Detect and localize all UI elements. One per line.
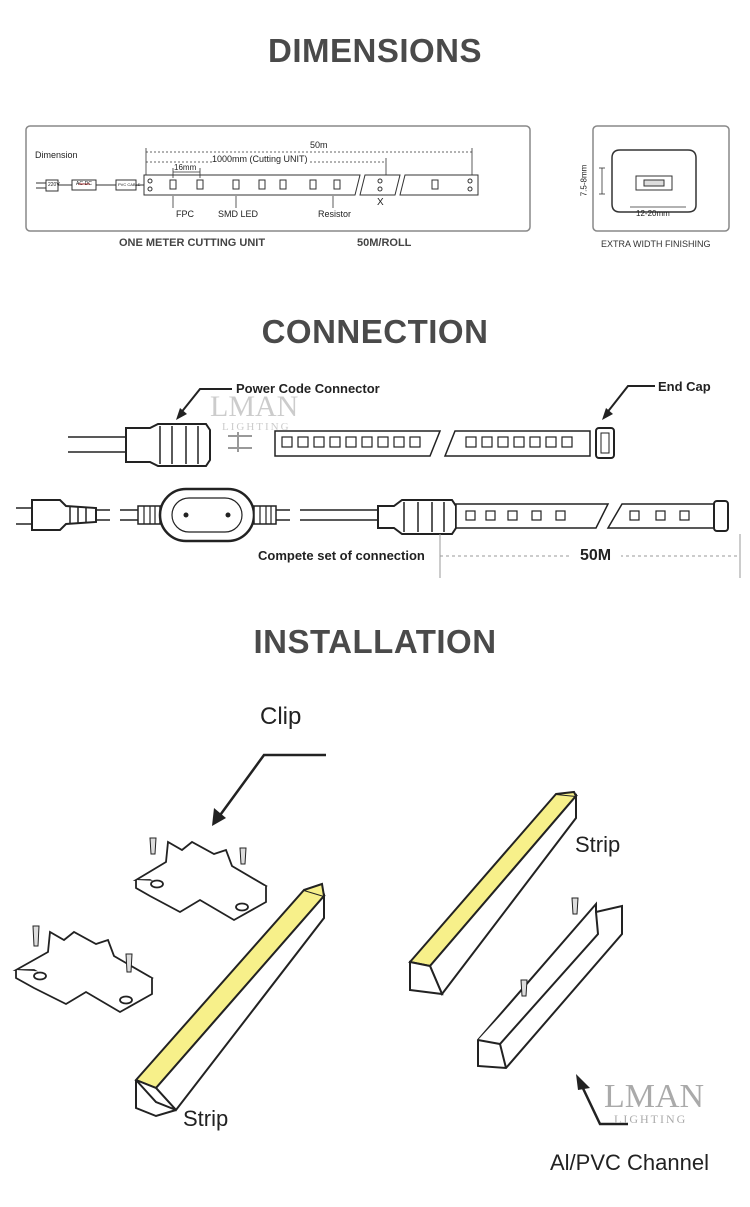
caption-cutting-unit: ONE METER CUTTING UNIT xyxy=(119,237,266,249)
strip-label-right: Strip xyxy=(575,832,621,857)
end-cap-label: End Cap xyxy=(658,379,711,394)
cutting-unit-label: 1000mm (Cutting UNIT) xyxy=(212,154,308,164)
driver-text: AC-DC xyxy=(76,181,92,187)
pitch-label: 16mm xyxy=(174,163,197,172)
dimensions-drawing xyxy=(25,125,730,232)
dimensions-heading: DIMENSIONS xyxy=(267,32,483,69)
caption-roll: 50M/ROLL xyxy=(357,237,412,249)
watermark-sub-bottom: LIGHTING xyxy=(614,1112,688,1126)
power-connector-label: Power Code Connector xyxy=(236,381,380,396)
watermark-logo-bottom: LMAN xyxy=(604,1078,705,1115)
length-50m-label: 50M xyxy=(570,547,622,565)
total-length-label: 50m xyxy=(310,140,328,150)
clip-label: Clip xyxy=(260,703,302,730)
complete-set-label: Compete set of connection xyxy=(258,548,425,563)
strip-label-left: Strip xyxy=(183,1106,229,1131)
channel-label: Al/PVC Channel xyxy=(550,1150,709,1175)
cable-text: PVC CABLE xyxy=(118,182,141,187)
caption-extra-width: EXTRA WIDTH FINISHING xyxy=(601,239,711,249)
cut-mark: X xyxy=(377,197,384,208)
smd-led-label: SMD LED xyxy=(218,209,259,219)
width-range-label: 12-20mm xyxy=(636,209,670,218)
plug-text: 220V xyxy=(48,182,60,188)
connection-heading: CONNECTION xyxy=(261,313,489,350)
fpc-label: FPC xyxy=(176,209,194,219)
watermark-logo: LMAN xyxy=(210,390,299,423)
connection-drawing xyxy=(16,385,741,578)
dimension-label: Dimension xyxy=(35,150,78,160)
watermark-sub: LIGHTING xyxy=(222,421,291,433)
installation-heading: INSTALLATION xyxy=(253,623,497,660)
resistor-label: Resistor xyxy=(318,209,352,219)
